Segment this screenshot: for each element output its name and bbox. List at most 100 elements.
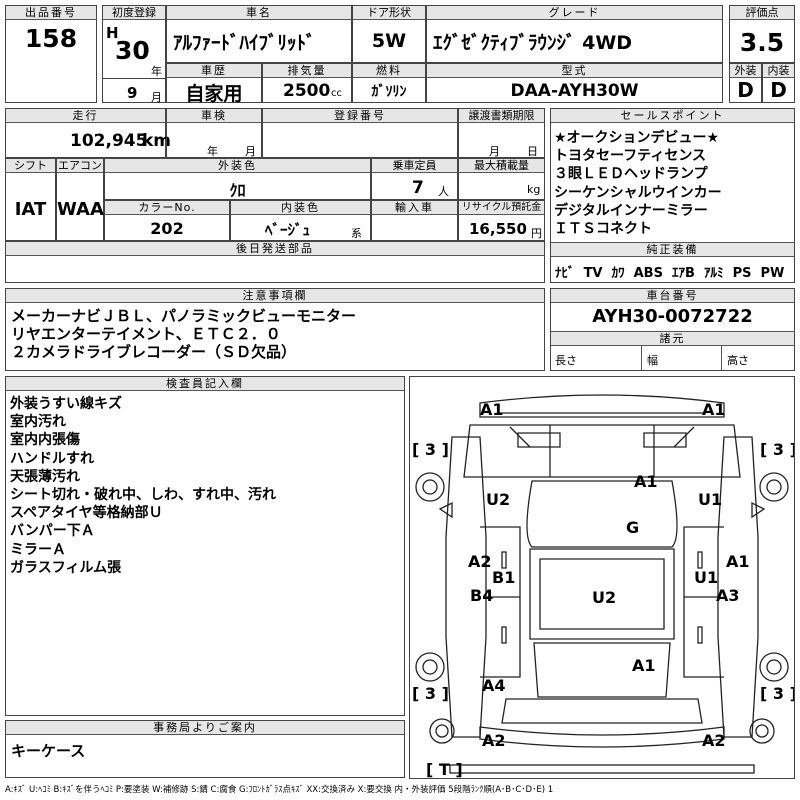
displacement: 2500 [283, 81, 331, 101]
inspector-lines: 外装うすい線キズ 室内汚れ 室内内張傷 ハンドルすれ 天張薄汚れ シート切れ・破… [10, 395, 276, 577]
damage-mark: A2 [482, 731, 506, 750]
displacement-unit: cc [331, 88, 342, 99]
mileage-label: 走行 [6, 109, 165, 123]
damage-mark: A1 [702, 400, 726, 419]
import-label: 輸入車 [372, 201, 457, 215]
inspection-year-unit: 年 [207, 145, 218, 158]
reg-no-label: 登録番号 [263, 109, 457, 123]
damage-mark: G [626, 518, 639, 537]
wheel-rear-left [415, 652, 445, 682]
equipment-item: ｴｱB [672, 266, 695, 281]
fuel: ｶﾞｿﾘﾝ [371, 84, 407, 100]
inspection-month-unit: 月 [245, 145, 256, 158]
wheel-rear-right [759, 652, 789, 682]
list-item: ３眼ＬＥＤヘッドランプ [554, 166, 708, 183]
wheel-front-right [759, 472, 789, 502]
grade-label: グレード [427, 6, 722, 20]
transfer-day-unit: 日 [527, 145, 538, 158]
inspection-label: 車検 [167, 109, 261, 123]
mileage-unit: km [142, 131, 172, 151]
int-grade-label: 内装 [763, 64, 794, 78]
color-no-label: カラーNo. [105, 201, 229, 215]
legend: A:ｷｽﾞ U:ﾍｺﾐ B:ｷｽﾞを伴うﾍｺﾐ P:要塗装 W:補修跡 S:錆 … [5, 785, 554, 795]
right-body [717, 436, 759, 738]
grade: ｴｸﾞｾﾞｸﾃｨﾌﾞﾗｳﾝｼﾞ 4WD [433, 32, 633, 54]
car-name: ｱﾙﾌｧｰﾄﾞﾊｲﾌﾞﾘｯﾄﾞ [173, 32, 316, 54]
int-grade: D [770, 78, 787, 102]
mileage: 102,945 [70, 131, 148, 151]
list-item: トヨタセーフティセンス [554, 148, 707, 165]
note-line: メーカーナビＪＢＬ、パノラミックビューモニター [11, 307, 357, 325]
damage-mark: B1 [492, 568, 515, 587]
transfer-box: 譲渡書類期限 月 日 [458, 108, 545, 158]
first-reg-year-unit: 年 [151, 65, 162, 78]
score-box: 評価点 3.5 [729, 5, 795, 63]
shift: IAT [14, 199, 47, 220]
equipment-list: ﾅﾋﾞ TV ｶﾜ ABS ｴｱB ｱﾙﾐ PS PW [555, 262, 784, 281]
inspector-line: ミラーＡ [10, 541, 66, 558]
shift-box: シフト IAT [5, 158, 56, 241]
hood-outline [463, 424, 741, 478]
fuel-label: 燃料 [353, 64, 425, 78]
inspector-line: 外装うすい線キズ [10, 396, 122, 412]
int-color: ﾍﾞｰｼﾞｭ [265, 221, 311, 239]
mileage-box: 走行 102,945 km [5, 108, 171, 158]
first-reg-month-unit: 月 [151, 91, 162, 104]
damage-mark: U2 [592, 588, 616, 607]
capacity-unit: 人 [438, 185, 449, 198]
first-reg-month: 9 [127, 84, 138, 102]
displacement-label: 排気量 [263, 64, 351, 78]
lot-box: 出品番号 158 [5, 5, 97, 103]
equipment-item: ABS [633, 266, 663, 281]
displacement-box: 排気量 2500 cc [262, 63, 352, 103]
note-line: ２カメラドライブレコーダー（ＳＤ欠品） [11, 343, 297, 362]
later-parts-box: 後日発送部品 [5, 241, 545, 283]
chassis-number: AYH30-0072722 [592, 306, 753, 327]
max-load-box: 最大積載量 kg [458, 158, 545, 200]
first-reg-box: 初度登録 H 30 年 9 月 [102, 5, 166, 104]
equipment-item: PS [732, 266, 752, 281]
equipment-label: 純正装備 [551, 242, 794, 257]
int-grade-box: 内装 D [762, 63, 795, 103]
tire-label-fr: [ 3 ] [760, 440, 794, 459]
ac-label: エアコン [57, 159, 103, 173]
ext-color-label: 外装色 [105, 159, 370, 173]
transfer-label: 譲渡書類期限 [459, 109, 544, 123]
tire-label-spare: [ T ] [426, 760, 463, 778]
inspector-line: 室内内張傷 [10, 432, 80, 449]
recycle-label: リサイクル預託金 [459, 201, 544, 215]
equipment-item: ｶﾜ [611, 266, 625, 281]
notes-lines: メーカーナビＪＢＬ、パノラミックビューモニター リヤエンターテイメント、ＥＴＣ２… [11, 307, 356, 362]
sales-points-label: セールスポイント [551, 109, 794, 123]
score-label: 評価点 [730, 6, 794, 20]
model-code: DAA-AYH30W [510, 81, 639, 101]
car-name-label: 車名 [167, 6, 351, 20]
ext-grade-box: 外装 D [729, 63, 762, 103]
inspector-line: 天張薄汚れ [10, 468, 80, 485]
first-reg-era: H [106, 24, 119, 42]
tire-label-rr: [ 3 ] [760, 684, 794, 703]
chassis-label: 車台番号 [551, 289, 794, 303]
office-label: 事務局よりご案内 [6, 721, 404, 735]
transfer-month-unit: 月 [489, 145, 500, 158]
divider [103, 78, 165, 79]
first-reg-label: 初度登録 [103, 6, 165, 20]
int-color-box: 内装色 ﾍﾞｰｼﾞｭ 系 [230, 200, 371, 241]
door-type: 5W [371, 30, 407, 52]
door-label: ドア形状 [353, 6, 425, 20]
equipment-item: TV [583, 266, 603, 281]
rear-glass [533, 642, 671, 698]
grade-box: グレード ｴｸﾞｾﾞｸﾃｨﾌﾞﾗｳﾝｼﾞ 4WD [426, 5, 723, 63]
damage-mark: A2 [702, 731, 726, 750]
inspector-line: ハンドルすれ [10, 450, 94, 467]
inspector-line: ガラスフィルム張 [10, 559, 122, 576]
wheel-front-left [415, 472, 445, 502]
roof [529, 548, 675, 640]
recycle-box: リサイクル預託金 16,550 円 [458, 200, 545, 241]
list-item: ★オークションデビュー★ [554, 130, 720, 146]
shift-label: シフト [6, 159, 55, 173]
history: 自家用 [185, 83, 243, 105]
wheel-spare [429, 718, 455, 744]
